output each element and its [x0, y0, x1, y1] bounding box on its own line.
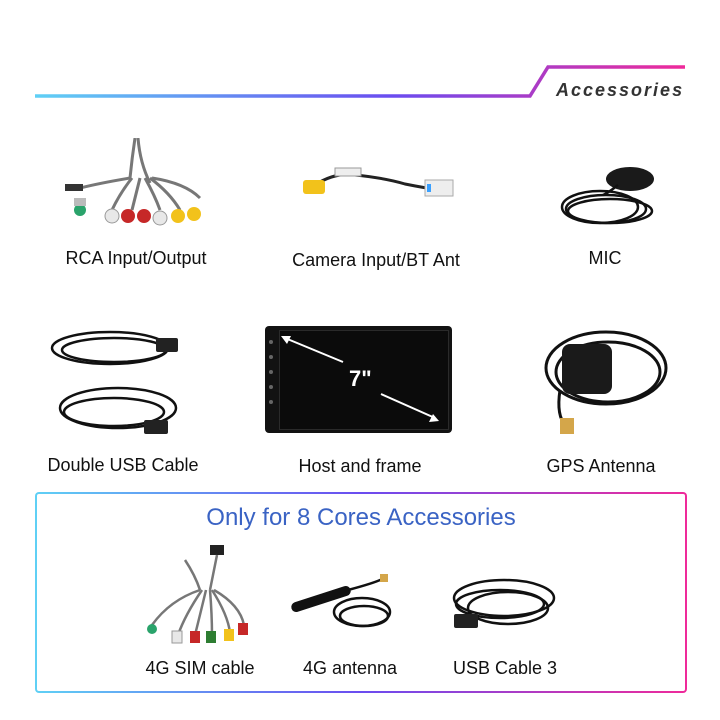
optional-section-title: Only for 8 Cores Accessories — [206, 504, 516, 531]
item-label-4g-antenna: 4G antenna — [302, 658, 398, 678]
item-label-host: Host and frame — [298, 456, 422, 476]
4g-antenna-icon — [291, 574, 392, 628]
item-label-gps: GPS Antenna — [546, 456, 656, 476]
head-unit-icon: 7" — [265, 326, 452, 433]
header-divider — [35, 65, 685, 98]
rca-cable-icon — [65, 138, 202, 226]
usb-cable-icon — [50, 330, 178, 434]
gps-antenna-icon — [544, 330, 668, 434]
item-label-usb: Double USB Cable — [47, 455, 199, 475]
item-label-mic: MIC — [588, 248, 622, 268]
microphone-icon — [560, 167, 654, 225]
optional-accessories-box: Only for 8 Cores Accessories — [35, 492, 687, 693]
section-title: Accessories — [556, 80, 685, 100]
item-label-rca: RCA Input/Output — [65, 248, 207, 268]
screen-size-label: 7" — [349, 366, 372, 391]
sim-cable-icon — [147, 545, 248, 644]
item-label-usb3: USB Cable 3 — [452, 658, 558, 678]
camera-cable-icon — [303, 167, 454, 197]
usb-cable-3-icon — [452, 578, 556, 628]
item-label-camera: Camera Input/BT Ant — [292, 250, 460, 270]
item-label-sim: 4G SIM cable — [145, 658, 255, 678]
